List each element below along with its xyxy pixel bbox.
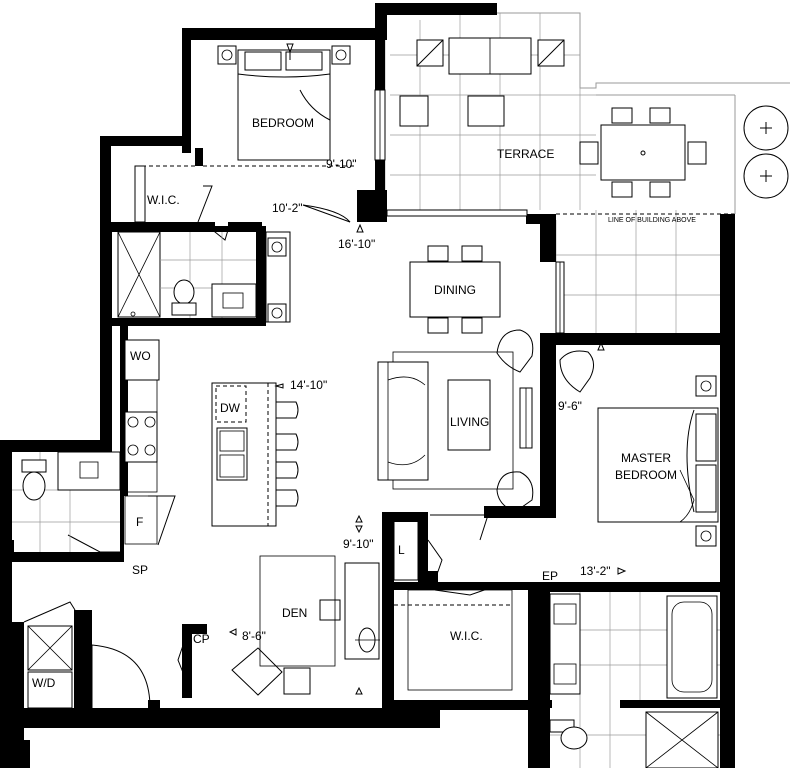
dim-bedroom: 9'-10" bbox=[326, 157, 357, 171]
bar-stools bbox=[276, 401, 299, 507]
wic-bottom bbox=[393, 519, 513, 691]
label-dining: DINING bbox=[434, 283, 476, 297]
label-den: DEN bbox=[282, 606, 307, 620]
doors bbox=[23, 185, 491, 709]
label-ep: EP bbox=[542, 569, 558, 583]
vanity bbox=[57, 451, 121, 491]
label-wo: WO bbox=[130, 349, 151, 363]
windows bbox=[374, 89, 565, 334]
label-wic-top: W.I.C. bbox=[147, 193, 180, 207]
bathroom-2 bbox=[12, 451, 121, 552]
label-fridge: F bbox=[136, 515, 143, 529]
armchair bbox=[231, 647, 283, 696]
dim-bedroom-width: 10'-2" bbox=[272, 201, 303, 215]
label-terrace: TERRACE bbox=[497, 147, 554, 161]
terrace-furniture bbox=[399, 37, 789, 199]
walls bbox=[0, 3, 735, 768]
coffee-table bbox=[447, 379, 491, 451]
toilet-icon bbox=[22, 471, 46, 501]
den bbox=[231, 555, 380, 696]
label-linen: L bbox=[398, 543, 405, 557]
label-dw: DW bbox=[220, 401, 241, 415]
desk bbox=[344, 562, 380, 660]
living bbox=[377, 351, 534, 513]
master-bedroom bbox=[559, 350, 719, 547]
cooktop-icon bbox=[124, 411, 158, 463]
dim-master: 13'-2" bbox=[580, 564, 611, 578]
label-wic-bottom: W.I.C. bbox=[450, 629, 483, 643]
toilet-icon bbox=[560, 726, 588, 750]
dim-dining: 16'-10" bbox=[338, 237, 375, 251]
washroom-cabinet bbox=[124, 339, 160, 381]
dim-living: 9'-6" bbox=[558, 399, 582, 413]
label-sp: SP bbox=[132, 563, 148, 577]
bedroom bbox=[134, 45, 355, 223]
dining-table bbox=[409, 245, 534, 373]
label-living: LIVING bbox=[450, 415, 489, 429]
label-master-line2: BEDROOM bbox=[615, 468, 677, 482]
labels: BEDROOM 9'-10" TERRACE W.I.C. 10'-2" 16'… bbox=[32, 116, 696, 690]
note-building-above: LINE OF BUILDING ABOVE bbox=[608, 217, 696, 224]
vanity bbox=[549, 593, 581, 695]
vanity bbox=[211, 283, 257, 318]
label-bedroom: BEDROOM bbox=[252, 116, 314, 130]
kitchen bbox=[124, 339, 299, 545]
sink-icon bbox=[216, 427, 248, 481]
toilet-icon bbox=[173, 279, 195, 305]
bathroom-1 bbox=[117, 231, 291, 323]
sofa bbox=[377, 361, 429, 481]
label-cp: CP bbox=[193, 632, 210, 646]
dimension-markers bbox=[228, 43, 627, 695]
ensuite bbox=[549, 592, 720, 768]
label-wd: W/D bbox=[32, 676, 56, 690]
label-master-line1: MASTER bbox=[621, 451, 671, 465]
dim-den: 8'-6" bbox=[242, 629, 266, 643]
dim-den-depth: 9'-10" bbox=[343, 537, 374, 551]
laundry bbox=[27, 625, 73, 709]
bathtub bbox=[666, 595, 718, 699]
dim-kitchen: 14'-10" bbox=[290, 378, 327, 392]
